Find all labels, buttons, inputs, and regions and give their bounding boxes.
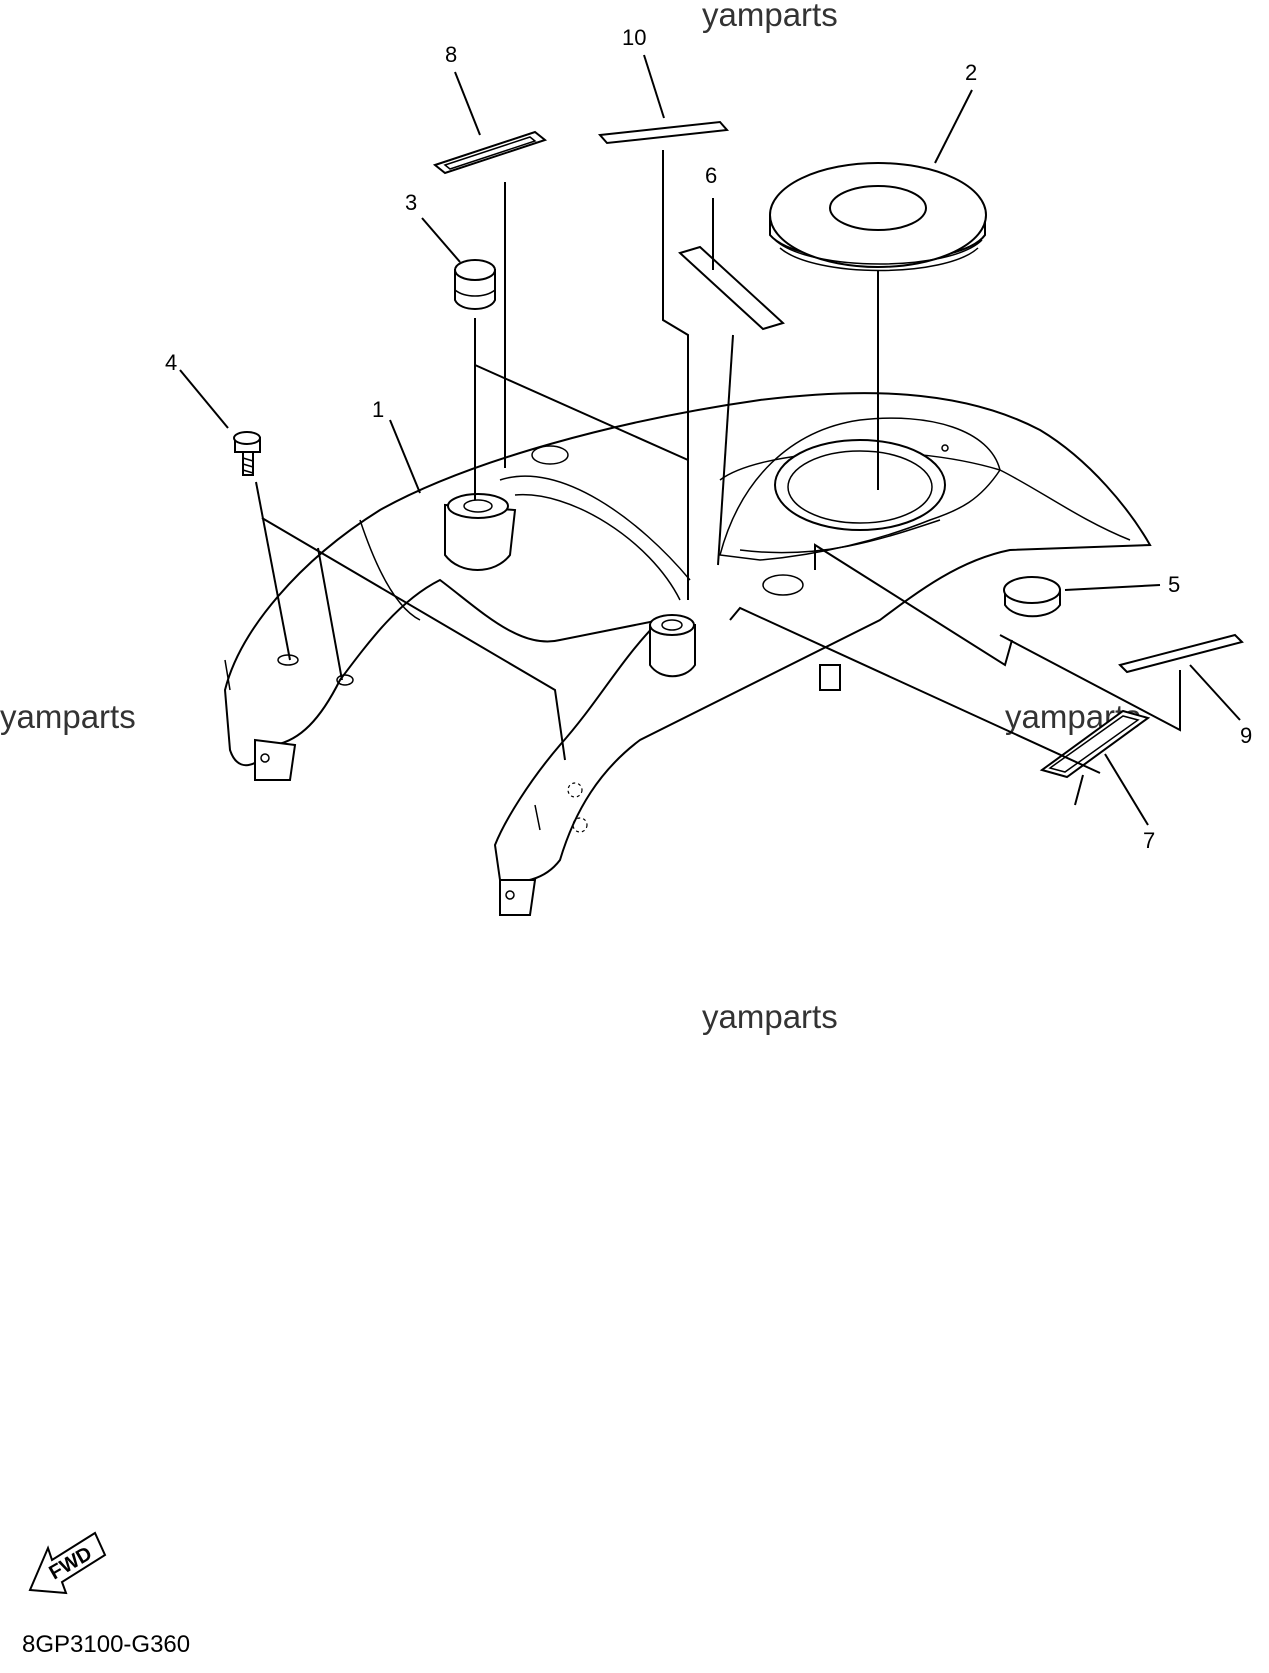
fender-body [223,392,1152,916]
assembly-lines [179,54,1241,826]
callout-7: 7 [1143,828,1155,853]
callout-6: 6 [705,163,717,188]
watermark-left: yamparts [0,698,136,735]
bolt [233,431,261,476]
watermark-top: yamparts [702,0,838,33]
pad-8 [432,130,548,175]
callout-10: 10 [622,25,646,50]
callout-8: 8 [445,42,457,67]
callout-1: 1 [372,397,384,422]
rubber-grommet [454,259,496,310]
pad-9 [1118,633,1244,674]
fwd-arrow-icon: FWD [28,1531,107,1595]
callout-4: 4 [165,350,177,375]
watermark-bottom: yamparts [702,998,838,1035]
callout-2: 2 [965,60,977,85]
pad-10 [597,120,730,145]
grommet-ring [769,162,987,272]
callout-3: 3 [405,190,417,215]
diagram-code: 8GP3100-G360 [22,1631,190,1658]
cap [1003,576,1061,618]
pad-7 [1039,709,1151,779]
cap-opening [774,439,946,531]
pad-6 [678,245,785,331]
callout-5: 5 [1168,572,1180,597]
callout-9: 9 [1240,723,1252,748]
